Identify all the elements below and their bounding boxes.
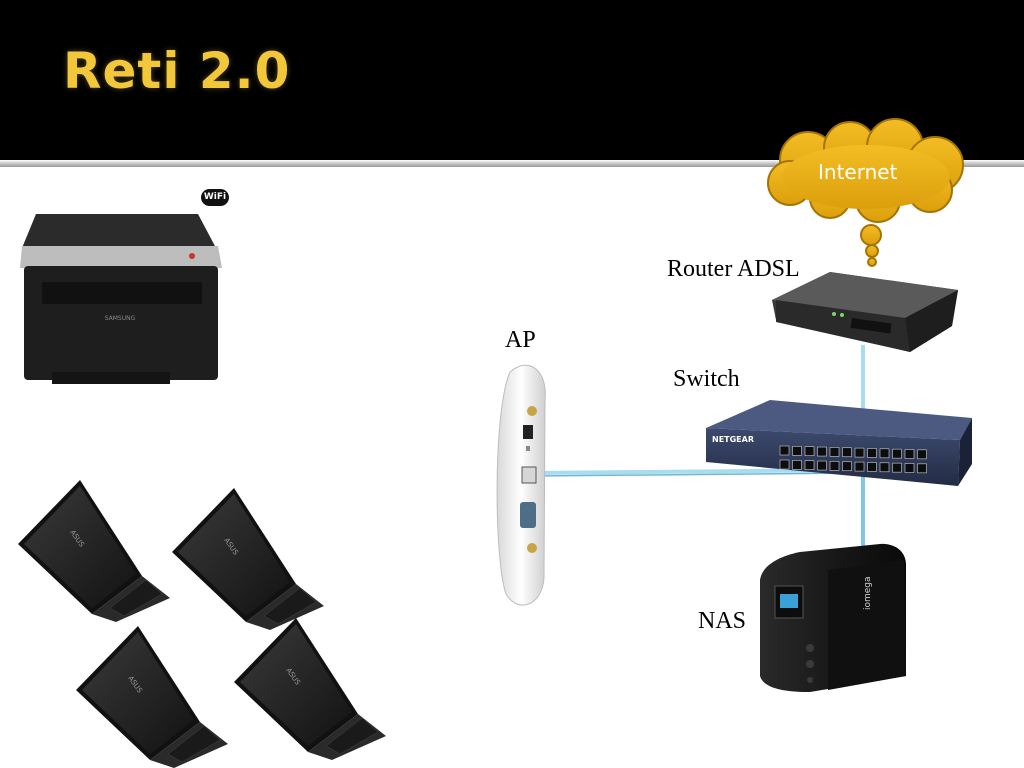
internet-label: Internet [818, 160, 898, 184]
switch-port [792, 460, 802, 470]
switch-port [879, 462, 890, 473]
switch-brand-label: NETGEAR [712, 435, 754, 444]
switch-port [854, 461, 865, 472]
switch-port [817, 460, 827, 471]
router-label: Router ADSL [667, 256, 800, 282]
header-divider [0, 160, 1024, 167]
switch-port [804, 460, 815, 471]
switch-port [904, 449, 915, 459]
switch-port [792, 446, 802, 456]
printer-brand-label: SAMSUNG [105, 315, 136, 322]
switch-port [779, 445, 790, 456]
laptop-icon: ASUS [76, 626, 228, 768]
switch-port [904, 463, 915, 473]
nas-icon: iomega [760, 543, 906, 692]
wifi-badge-icon: WiFi [201, 189, 229, 206]
switch-port [917, 463, 927, 474]
switch-port [892, 448, 902, 459]
switch-port [892, 462, 902, 473]
switch-port [854, 447, 865, 458]
switch-port [842, 447, 852, 458]
switch-port [829, 447, 840, 457]
switch-port [867, 462, 877, 472]
switch-port [879, 448, 890, 459]
cloud-icon [767, 118, 964, 267]
laptop-icon: ASUS [234, 618, 386, 760]
link-ap-switch-shade [531, 472, 864, 477]
nas-brand-label: iomega [863, 576, 873, 610]
laptop-icon: ASUS [18, 480, 170, 622]
switch-label: Switch [673, 366, 740, 392]
router-icon [772, 272, 958, 352]
network-switch-icon: NETGEAR [706, 400, 972, 486]
switch-port [817, 446, 827, 457]
ap-label: AP [505, 327, 536, 353]
switch-port [829, 461, 840, 471]
switch-port [779, 459, 790, 470]
switch-port [842, 461, 852, 472]
printer-icon: SAMSUNG [20, 214, 222, 384]
switch-port [867, 448, 877, 458]
laptop-icon: ASUS [172, 488, 324, 630]
switch-port [804, 446, 815, 457]
access-point-icon [496, 364, 546, 606]
nas-label: NAS [698, 608, 747, 634]
slide-title: Reti 2.0 [63, 42, 291, 100]
switch-port [917, 449, 927, 460]
